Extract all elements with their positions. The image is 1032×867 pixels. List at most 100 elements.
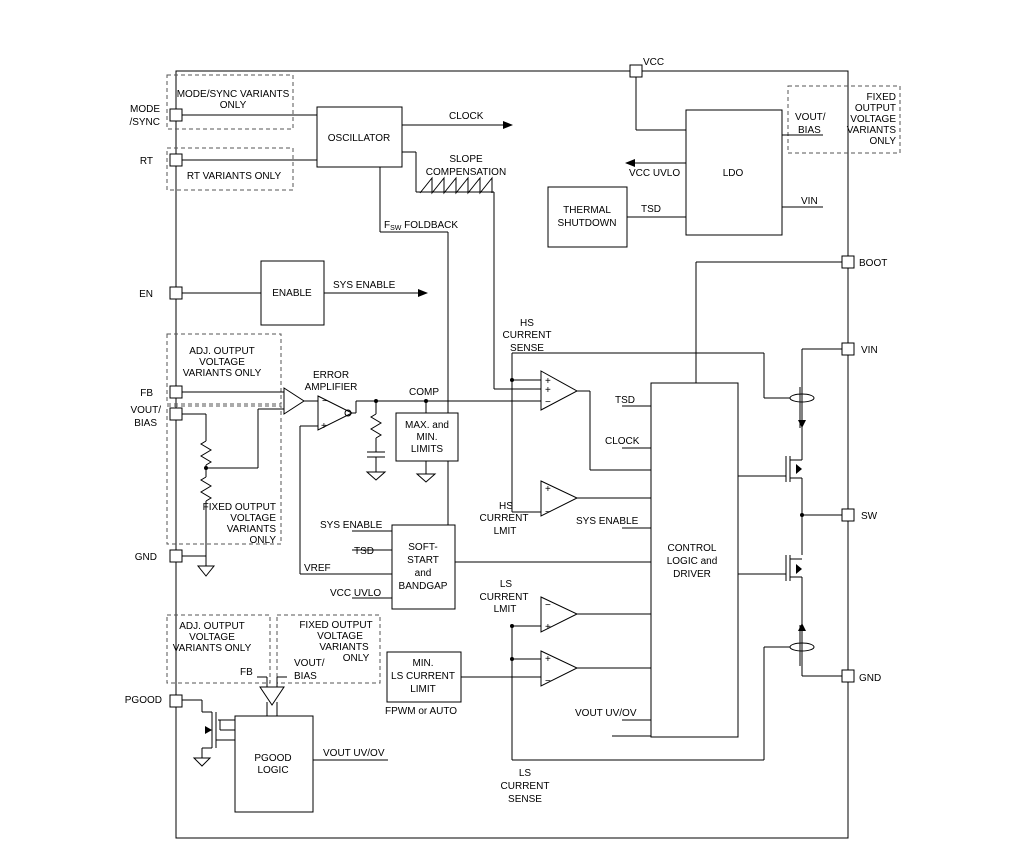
svg-text:LOGIC: LOGIC <box>257 765 288 776</box>
label-clock-ctrl: CLOCK <box>605 436 640 447</box>
label-hs-limit-1: HS <box>499 501 513 512</box>
svg-text:LDO: LDO <box>723 168 744 179</box>
label-fpwm-auto: FPWM or AUTO <box>385 706 457 717</box>
hs-current-sense-amp: + + − <box>540 370 579 411</box>
pin-label-rt: RT <box>140 156 153 167</box>
ls-fet-arrow <box>796 564 802 574</box>
ls-fet-diode-arrow <box>798 623 806 631</box>
label-error-amp-1: ERROR <box>313 370 349 381</box>
svg-text:PGOOD: PGOOD <box>254 753 291 764</box>
svg-text:SHUTDOWN: SHUTDOWN <box>558 218 617 229</box>
hs-fet-diode-arrow <box>798 420 806 428</box>
label-tsd-ctrl: TSD <box>615 395 635 406</box>
label-sys-enable-en: SYS ENABLE <box>333 280 396 291</box>
block-oscillator: OSCILLATOR <box>316 106 403 168</box>
label-vin-ldo: VIN <box>801 196 818 207</box>
fb-buffer <box>283 387 305 415</box>
svg-text:ENABLE: ENABLE <box>272 288 312 299</box>
block-ldo: LDO <box>685 109 783 236</box>
pgood-comparator <box>259 686 285 706</box>
note-box-rt <box>166 147 294 191</box>
label-vout-bias-ldo-1: VOUT/ <box>795 112 826 123</box>
note-adj-pgood-line1: ADJ. OUTPUT <box>179 621 245 632</box>
pin-label-mode: MODE <box>130 104 160 115</box>
note-fixed-fb-line1: FIXED OUTPUT <box>203 502 276 513</box>
svg-text:−: − <box>545 600 551 611</box>
svg-text:+: + <box>321 421 327 432</box>
svg-text:+: + <box>545 385 551 396</box>
note-box-mode-sync <box>166 74 294 130</box>
note-fixed-pgood-line2: VOLTAGE <box>317 631 363 642</box>
sense-rings <box>789 393 815 652</box>
note-fixed-pgood-line1: FIXED OUTPUT <box>299 620 372 631</box>
label-clock-out: CLOCK <box>449 111 484 122</box>
label-ls-sense-3: SENSE <box>508 794 542 805</box>
ic-outline <box>175 70 849 839</box>
note-box-fixed-fb <box>166 405 282 545</box>
pin-label-vout-bias-1: VOUT/ <box>130 405 161 416</box>
label-hs-sense-2: CURRENT <box>503 330 552 341</box>
label-fb-pgood: FB <box>240 667 253 678</box>
svg-text:MIN.: MIN. <box>412 658 433 669</box>
hs-fet-arrow <box>796 464 802 474</box>
svg-text:−: − <box>545 397 551 408</box>
note-fixed-pgood-line3: VARIANTS <box>319 642 369 653</box>
note-box-fixed-pgood <box>276 614 381 684</box>
svg-text:LIMIT: LIMIT <box>410 684 436 695</box>
note-fixed-fb-line4: ONLY <box>250 535 277 546</box>
svg-text:+: + <box>545 622 551 633</box>
pin-label-sync: /SYNC <box>129 117 160 128</box>
note-fixed-ldo-line2: OUTPUT <box>855 103 896 114</box>
label-vout-uvov-ctrl: VOUT UV/OV <box>575 708 637 719</box>
svg-text:LIMITS: LIMITS <box>411 444 444 455</box>
label-hs-sense-3: SENSE <box>510 343 544 354</box>
svg-text:THERMAL: THERMAL <box>563 205 611 216</box>
svg-text:−: − <box>322 396 328 407</box>
pin-label-pgood: PGOOD <box>125 695 162 706</box>
block-limits: MAX. and MIN. LIMITS <box>395 412 459 462</box>
block-pgood-logic: PGOOD LOGIC <box>234 715 314 813</box>
label-error-amp-2: AMPLIFIER <box>305 382 358 393</box>
block-enable: ENABLE <box>260 260 325 326</box>
note-fixed-ldo-line3: VOLTAGE <box>850 114 896 125</box>
block-min-ls-current-limit: MIN. LS CURRENT LIMIT <box>386 651 462 703</box>
note-fixed-pgood-line4: ONLY <box>343 653 370 664</box>
ls-current-limit-comparator: − + <box>540 596 579 633</box>
svg-text:BANDGAP: BANDGAP <box>399 581 448 592</box>
label-vout-bias-pgood-1: VOUT/ <box>294 658 325 669</box>
label-sys-enable-ctrl: SYS ENABLE <box>576 516 639 527</box>
label-vcc-uvlo-ldo: VCC UVLO <box>629 168 680 179</box>
pin-label-fb: FB <box>140 388 153 399</box>
pin-label-gnd-left: GND <box>135 552 157 563</box>
svg-text:START: START <box>407 555 439 566</box>
label-hs-limit-2: CURRENT <box>480 513 529 524</box>
ls-current-sense-comparator: + − <box>540 650 579 687</box>
junction-dots <box>204 378 804 661</box>
sawtooth-icon <box>419 176 493 195</box>
pin-label-vout-bias-2: BIAS <box>134 418 157 429</box>
svg-text:−: − <box>545 676 551 687</box>
label-tsd-ss: TSD <box>354 546 374 557</box>
label-tsd-ldo: TSD <box>641 204 661 215</box>
label-ls-limit-1: LS <box>500 579 513 590</box>
note-adj-fb-line2: VOLTAGE <box>199 357 245 368</box>
note-mode-sync-line1: MODE/SYNC VARIANTS <box>177 89 290 100</box>
ground-symbols <box>192 471 437 767</box>
note-adj-fb-line3: VARIANTS ONLY <box>183 368 262 379</box>
hs-current-limit-comparator: + − <box>540 480 579 518</box>
note-adj-fb-line1: ADJ. OUTPUT <box>189 346 255 357</box>
error-amplifier: − + <box>317 395 354 432</box>
note-fixed-ldo-line4: VARIANTS <box>847 125 897 136</box>
svg-text:LOGIC and: LOGIC and <box>667 556 718 567</box>
svg-text:MIN.: MIN. <box>416 432 437 443</box>
note-fixed-fb-line3: VARIANTS <box>227 524 277 535</box>
svg-text:−: − <box>545 507 551 518</box>
svg-text:CONTROL: CONTROL <box>668 543 717 554</box>
svg-text:+: + <box>545 376 551 387</box>
svg-text:+: + <box>545 654 551 665</box>
label-ls-sense-1: LS <box>519 768 532 779</box>
label-hs-limit-3: LMIT <box>494 526 517 537</box>
label-fsw-sub: SW <box>390 225 402 232</box>
svg-text:OSCILLATOR: OSCILLATOR <box>328 133 390 144</box>
